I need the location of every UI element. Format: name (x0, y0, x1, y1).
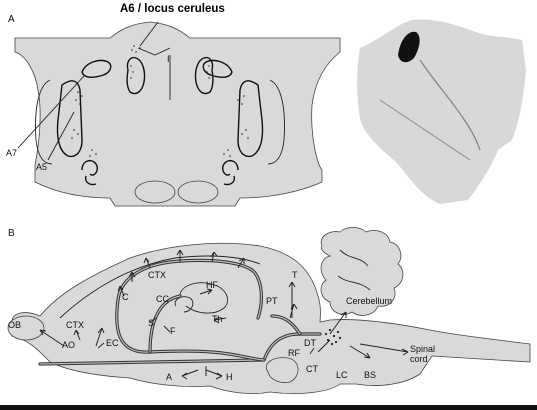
label-cc: CC (156, 294, 169, 304)
brainstem-section-outline (15, 22, 340, 206)
label-t: T (292, 270, 298, 280)
label-lc: LC (336, 370, 348, 380)
panel-b-label: B (8, 228, 15, 239)
label-h: H (226, 372, 233, 382)
label-a: A (166, 372, 172, 382)
label-hf: HF (206, 280, 218, 290)
label-i: I (167, 54, 170, 64)
label-ct: CT (306, 364, 318, 374)
panel-a-schematic: A6 / locus ceruleus A I A7 A5 (6, 3, 340, 206)
label-spinal: Spinal (410, 344, 435, 354)
histology-micrograph (357, 19, 526, 204)
label-s: S (148, 318, 154, 328)
label-ctx-front: CTX (66, 320, 84, 330)
label-cord: cord (410, 354, 428, 364)
pyramid-right (178, 181, 218, 203)
pyramid-left (135, 181, 175, 203)
label-ao: AO (62, 340, 75, 350)
label-dt: DT (304, 338, 316, 348)
bottom-border (0, 405, 537, 410)
label-a7: A7 (6, 148, 17, 158)
label-cerebellum: Cerebellum (346, 296, 392, 306)
panel-b-sagittal: B (8, 228, 530, 394)
label-ec: EC (106, 338, 119, 348)
label-rf: RF (288, 348, 300, 358)
label-a5: A5 (36, 162, 47, 172)
label-c: C (122, 292, 129, 302)
label-th: Th (212, 314, 223, 324)
panel-a-label: A (8, 14, 15, 25)
label-f: F (170, 326, 176, 336)
label-bs: BS (364, 370, 376, 380)
label-ctx-top: CTX (148, 270, 166, 280)
figure-title: A6 / locus ceruleus (120, 3, 225, 15)
label-ob: OB (8, 320, 21, 330)
label-pt: PT (266, 296, 278, 306)
